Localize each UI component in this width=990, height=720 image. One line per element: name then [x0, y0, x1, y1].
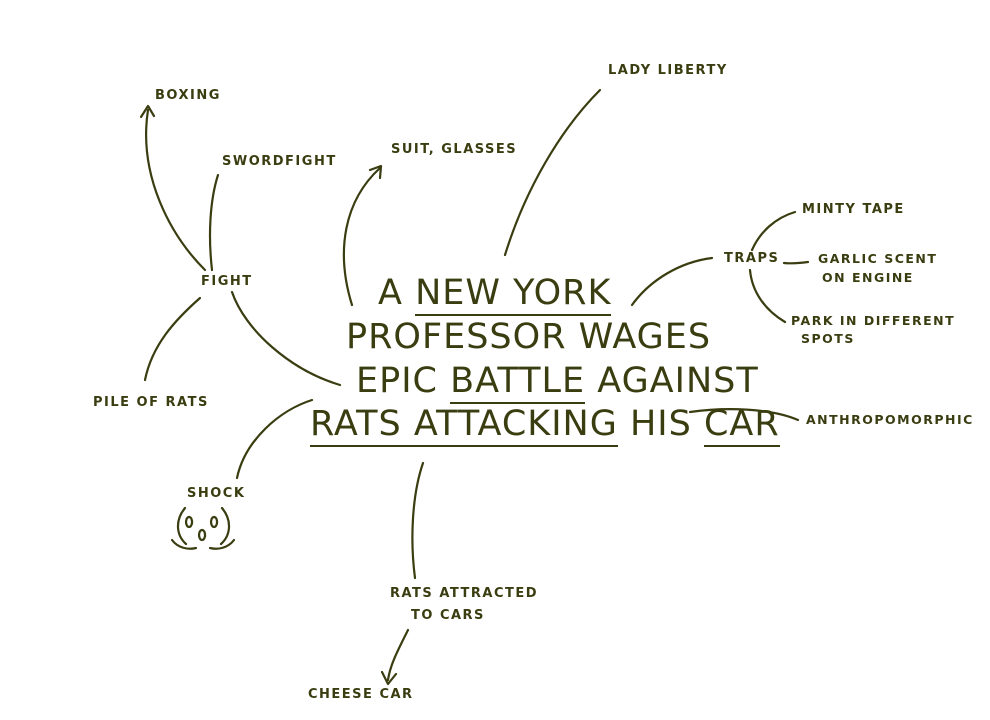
shock-face-hand-right: [208, 538, 236, 550]
node-suit-glasses: SUIT, GLASSES: [391, 142, 518, 157]
node-boxing: BOXING: [155, 88, 221, 103]
title-line-1-prefix: A: [378, 273, 416, 313]
link-anthropomorphic: [688, 408, 800, 422]
title-line-3-suffix: AGAINST: [585, 361, 759, 401]
node-lady-liberty: LADY LIBERTY: [608, 63, 728, 78]
title-line-4: RATS ATTACKING HIS CAR: [310, 404, 780, 447]
shock-face-eye-left: [184, 515, 194, 529]
node-minty-tape: MINTY TAPE: [802, 202, 905, 217]
title-rats-attacking: RATS ATTACKING: [310, 404, 618, 447]
node-traps: TRAPS: [724, 251, 780, 266]
link-park: [748, 268, 787, 324]
link-suit-glasses: [342, 166, 382, 307]
title-new-york: NEW YORK: [415, 273, 612, 316]
link-swordfight: [208, 173, 220, 272]
node-shock: SHOCK: [187, 486, 246, 501]
node-rats-attracted-line-1: RATS ATTRACTED: [390, 586, 539, 601]
link-lady-liberty: [503, 88, 602, 257]
link-cheese-car: [386, 628, 410, 682]
shock-face-eye-right: [209, 515, 219, 529]
node-pile-of-rats: PILE OF RATS: [93, 395, 209, 410]
link-minty-tape: [750, 210, 797, 252]
node-park-line-2: SPOTS: [801, 331, 855, 346]
node-swordfight: SWORDFIGHT: [222, 154, 337, 169]
title-line-2: PROFESSOR WAGES: [346, 317, 712, 357]
shock-face-mouth: [197, 528, 207, 542]
link-fight: [230, 290, 342, 387]
node-anthropomorphic: ANTHROPOMORPHIC: [806, 412, 974, 427]
link-garlic: [782, 260, 810, 265]
title-line-3-prefix: EPIC: [356, 361, 451, 401]
node-rats-attracted-line-2: TO CARS: [411, 608, 485, 623]
node-park-line-1: PARK IN DIFFERENT: [791, 313, 956, 328]
arrowhead-suit-glasses: [368, 164, 383, 180]
title-car: CAR: [703, 404, 780, 447]
node-garlic-line-2: ON ENGINE: [822, 270, 914, 285]
link-shock: [235, 398, 314, 480]
title-line-4-mid: HIS: [617, 404, 704, 444]
title-battle: BATTLE: [450, 361, 586, 404]
link-pile-of-rats: [143, 296, 202, 382]
title-line-1: A NEW YORK: [378, 273, 612, 316]
link-boxing: [145, 108, 207, 272]
node-garlic-line-1: GARLIC SCENT: [818, 251, 938, 266]
node-cheese-car: CHEESE CAR: [308, 687, 414, 702]
shock-face-left: [176, 506, 188, 546]
link-rats-attracted: [411, 461, 425, 580]
shock-face-hand-left: [170, 538, 198, 550]
title-line-3: EPIC BATTLE AGAINST: [356, 361, 759, 404]
arrowhead-boxing: [139, 104, 156, 119]
shock-face-right: [219, 506, 231, 546]
node-fight: FIGHT: [201, 274, 253, 289]
arrowhead-cheese-car: [380, 670, 398, 686]
link-traps: [630, 256, 714, 307]
